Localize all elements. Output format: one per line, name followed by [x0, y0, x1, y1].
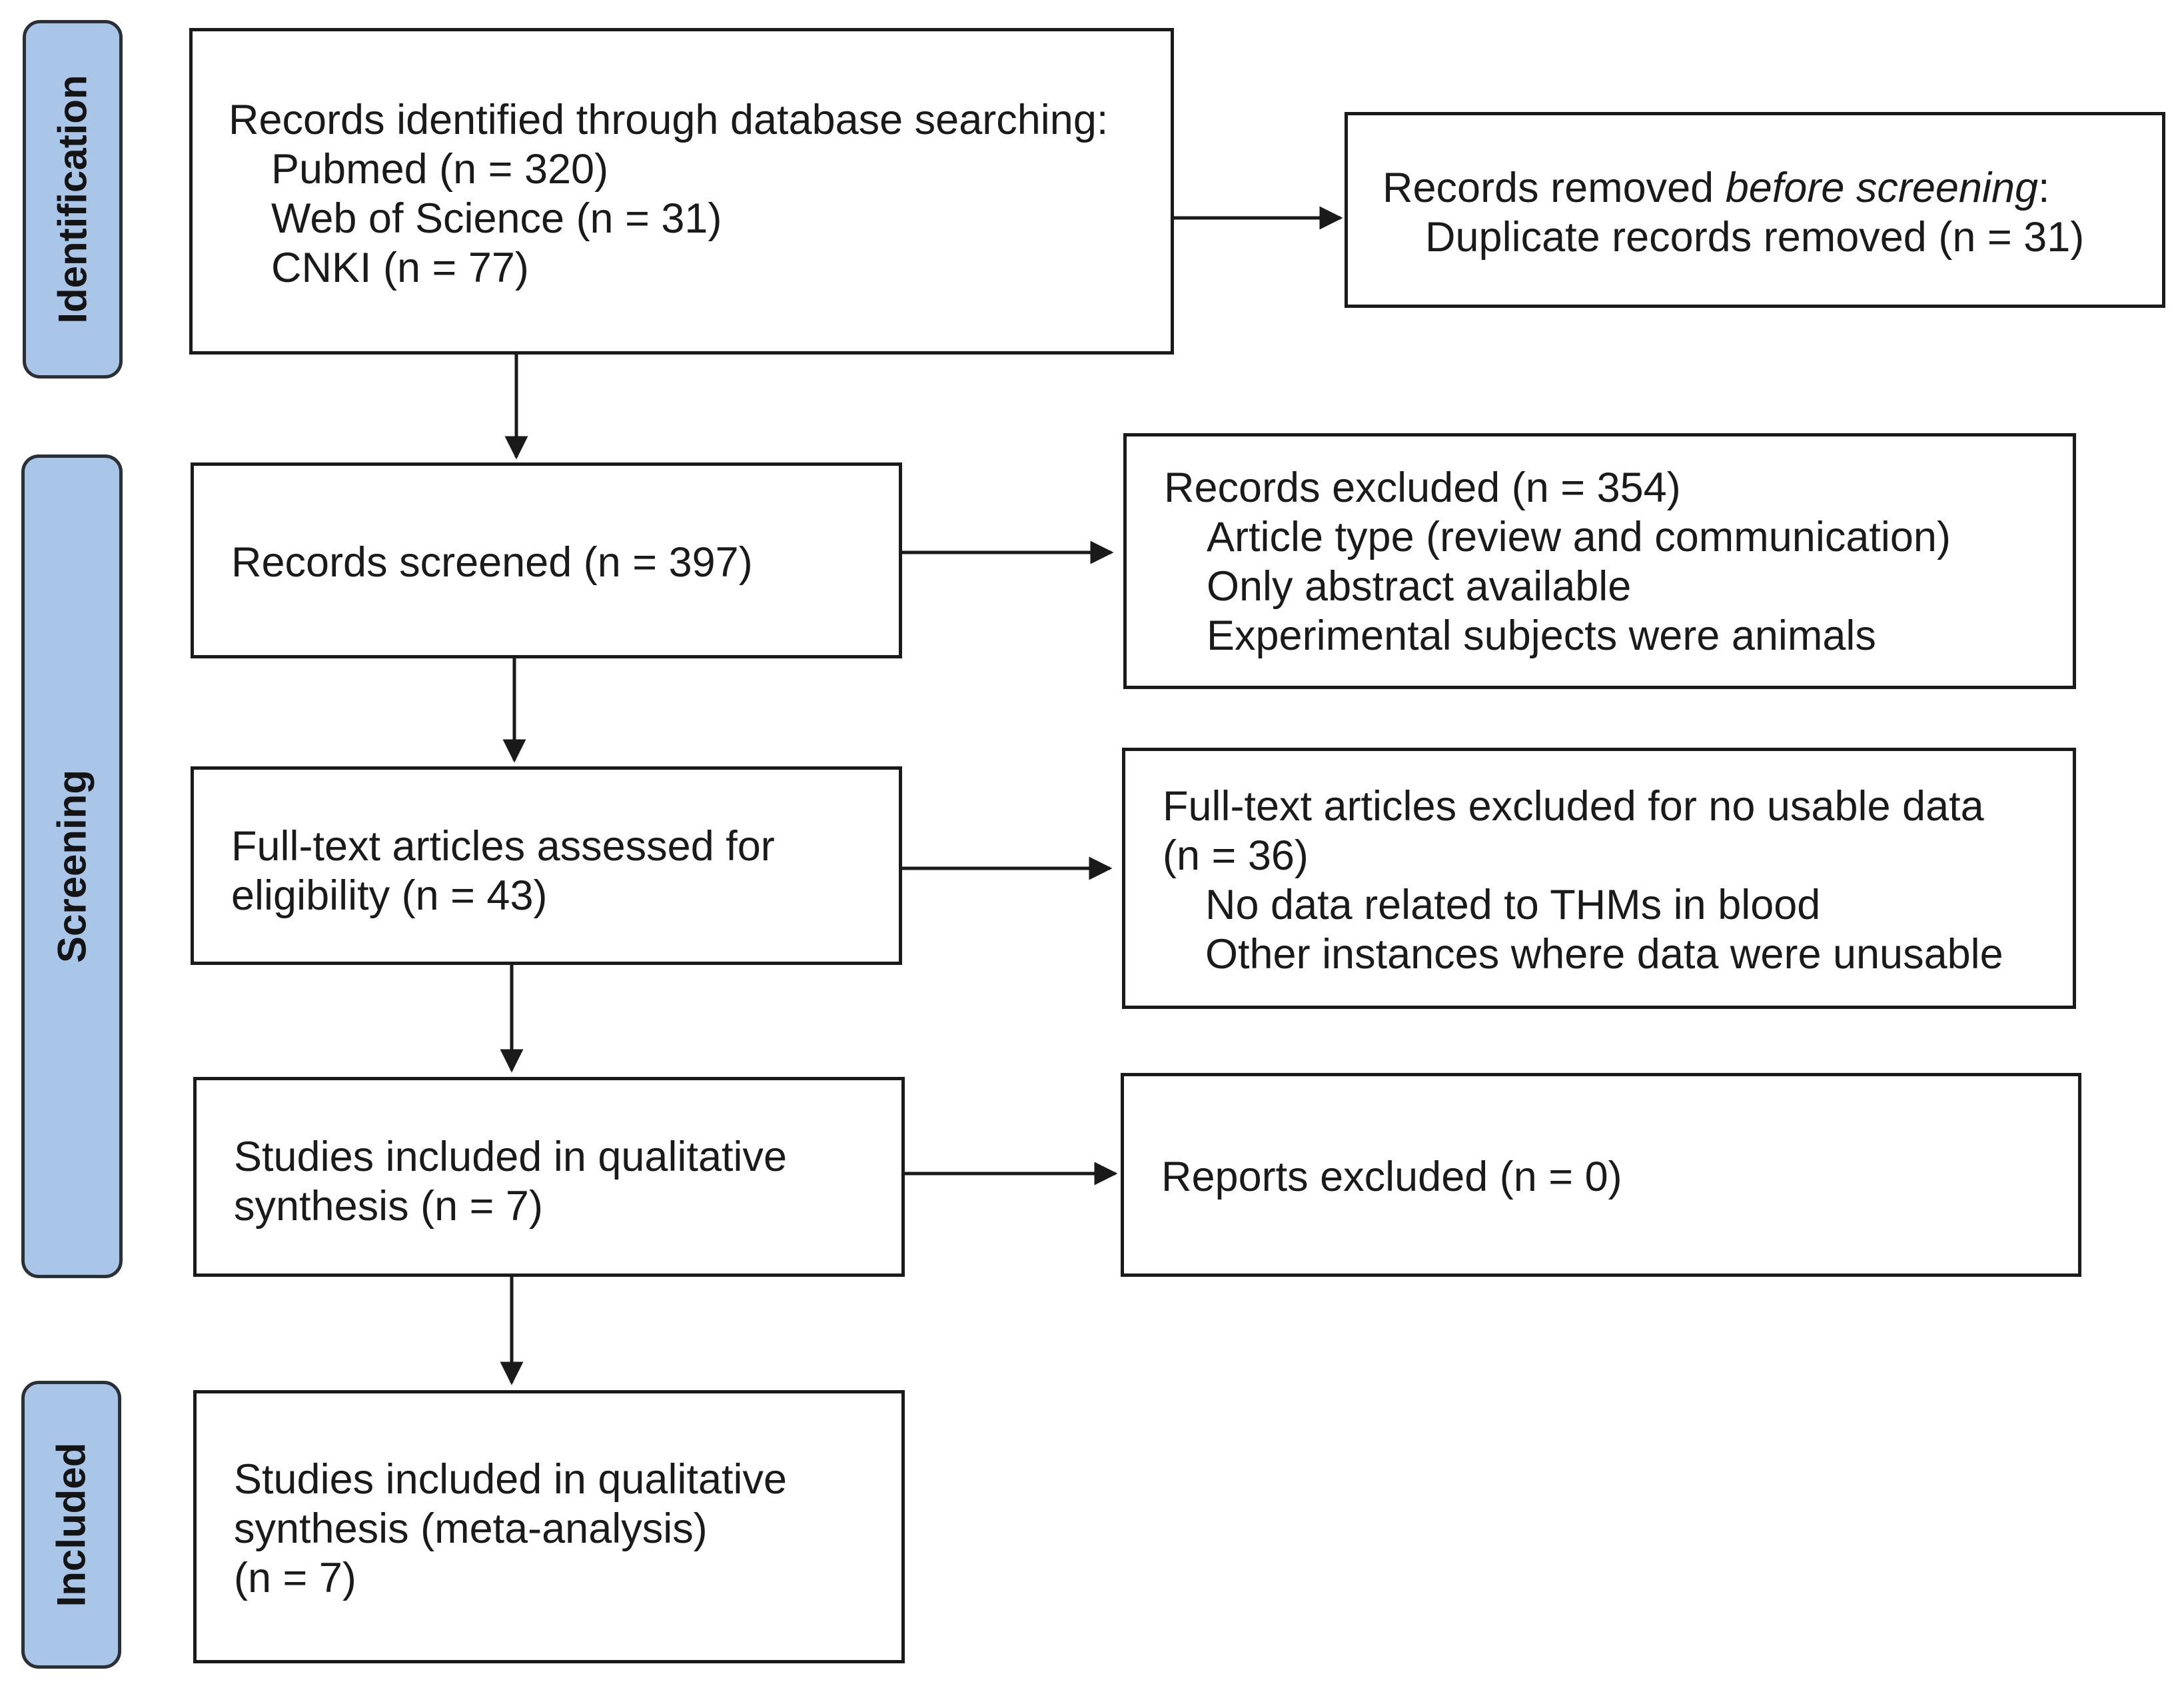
eligibility-box: Full-text articles assessed for eligibil… — [191, 766, 902, 965]
identification-box: Records identified through database sear… — [189, 28, 1174, 355]
meta-line: (n = 7) — [234, 1555, 356, 1601]
eligibility-line: eligibility (n = 43) — [231, 872, 548, 919]
identification-title: Records identified through database sear… — [229, 97, 1109, 143]
phase-identification: Identification — [23, 20, 123, 379]
phase-included-label: Included — [49, 1442, 94, 1607]
removed-detail: Duplicate records removed (n = 31) — [1425, 214, 2085, 261]
fulltext-excluded-line: (n = 36) — [1163, 832, 1309, 879]
excluded-box: Records excluded (n = 354) Article type … — [1123, 433, 2076, 689]
excluded-reason: Article type (review and communication) — [1207, 514, 1951, 560]
phase-screening-label: Screening — [49, 769, 95, 964]
meta-line: Studies included in qualitative — [234, 1456, 788, 1503]
removed-title-emphasis: before screening — [1725, 165, 2039, 211]
removed-box: Records removed before screening: Duplic… — [1345, 112, 2165, 308]
removed-title: Records removed before screening: — [1382, 163, 2084, 213]
source-web-of-science: Web of Science (n = 31) — [271, 195, 722, 242]
meta-box: Studies included in qualitative synthesi… — [193, 1390, 905, 1663]
excluded-title: Records excluded (n = 354) — [1164, 464, 1681, 511]
removed-title-prefix: Records removed — [1382, 165, 1726, 211]
screened-text: Records screened (n = 397) — [231, 539, 753, 586]
qualitative-line: Studies included in qualitative — [234, 1134, 788, 1180]
source-pubmed: Pubmed (n = 320) — [271, 146, 609, 193]
eligibility-line: Full-text articles assessed for — [231, 823, 775, 870]
fulltext-excluded-reason: No data related to THMs in blood — [1205, 882, 1821, 928]
fulltext-excluded-box: Full-text articles excluded for no usabl… — [1122, 748, 2076, 1009]
phase-identification-label: Identification — [50, 75, 95, 324]
phase-screening: Screening — [21, 454, 123, 1278]
reports-excluded-text: Reports excluded (n = 0) — [1161, 1154, 1622, 1200]
phase-included: Included — [21, 1381, 121, 1669]
qualitative-box: Studies included in qualitative synthesi… — [193, 1077, 905, 1277]
meta-line: synthesis (meta-analysis) — [234, 1505, 708, 1552]
qualitative-line: synthesis (n = 7) — [234, 1183, 543, 1230]
removed-title-suffix: : — [2038, 165, 2050, 211]
fulltext-excluded-reason: Other instances where data were unusable — [1205, 931, 2003, 978]
excluded-reason: Experimental subjects were animals — [1207, 612, 1876, 659]
fulltext-excluded-line: Full-text articles excluded for no usabl… — [1163, 783, 1984, 830]
source-cnki: CNKI (n = 77) — [271, 245, 529, 291]
reports-excluded-box: Reports excluded (n = 0) — [1121, 1073, 2081, 1277]
screened-box: Records screened (n = 397) — [191, 462, 902, 658]
excluded-reason: Only abstract available — [1207, 563, 1632, 610]
